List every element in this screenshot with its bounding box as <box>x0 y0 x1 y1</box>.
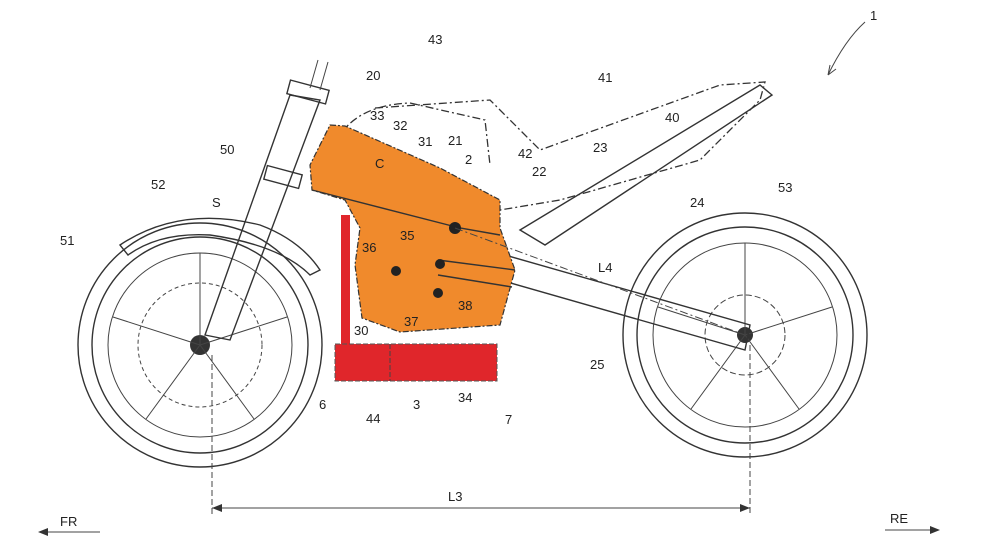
front-wheel <box>77 222 323 468</box>
label-43: 43 <box>428 32 442 47</box>
label-s: S <box>212 195 221 210</box>
label-rear: RE <box>890 511 908 526</box>
label-32: 32 <box>393 118 407 133</box>
label-51: 51 <box>60 233 74 248</box>
label-2: 2 <box>465 152 472 167</box>
label-31: 31 <box>418 134 432 149</box>
label-38: 38 <box>458 298 472 313</box>
battery <box>334 215 498 382</box>
label-30: 30 <box>354 323 368 338</box>
front-direction-arrow-icon <box>38 528 100 536</box>
rear-frame <box>518 84 774 246</box>
label-25: 25 <box>590 357 604 372</box>
dimension-l4 <box>454 227 746 336</box>
seat-frame <box>374 81 766 211</box>
label-50: 50 <box>220 142 234 157</box>
label-l4: L4 <box>598 260 612 275</box>
rear-direction-arrow-icon <box>885 526 940 534</box>
label-53: 53 <box>778 180 792 195</box>
label-c: C <box>375 156 384 171</box>
front-fork <box>204 59 330 341</box>
label-35: 35 <box>400 228 414 243</box>
label-front: FR <box>60 514 77 529</box>
label-20: 20 <box>366 68 380 83</box>
rear-wheel <box>622 212 868 458</box>
fuel-tank-outline <box>339 102 491 166</box>
label-34: 34 <box>458 390 472 405</box>
label-6: 6 <box>319 397 326 412</box>
label-7: 7 <box>505 412 512 427</box>
label-41: 41 <box>598 70 612 85</box>
label-21: 21 <box>448 133 462 148</box>
front-fender <box>118 217 322 276</box>
label-1: 1 <box>870 8 877 23</box>
label-24: 24 <box>690 195 704 210</box>
label-3: 3 <box>413 397 420 412</box>
label-36: 36 <box>362 240 376 255</box>
label-44: 44 <box>366 411 380 426</box>
swingarm <box>499 254 751 351</box>
label-52: 52 <box>151 177 165 192</box>
dimension-l3 <box>211 345 751 515</box>
label-22: 22 <box>532 164 546 179</box>
figure-arrow-icon <box>827 21 866 76</box>
label-33: 33 <box>370 108 384 123</box>
label-40: 40 <box>665 110 679 125</box>
label-42: 42 <box>518 146 532 161</box>
label-l3: L3 <box>448 489 462 504</box>
label-23: 23 <box>593 140 607 155</box>
label-37: 37 <box>404 314 418 329</box>
